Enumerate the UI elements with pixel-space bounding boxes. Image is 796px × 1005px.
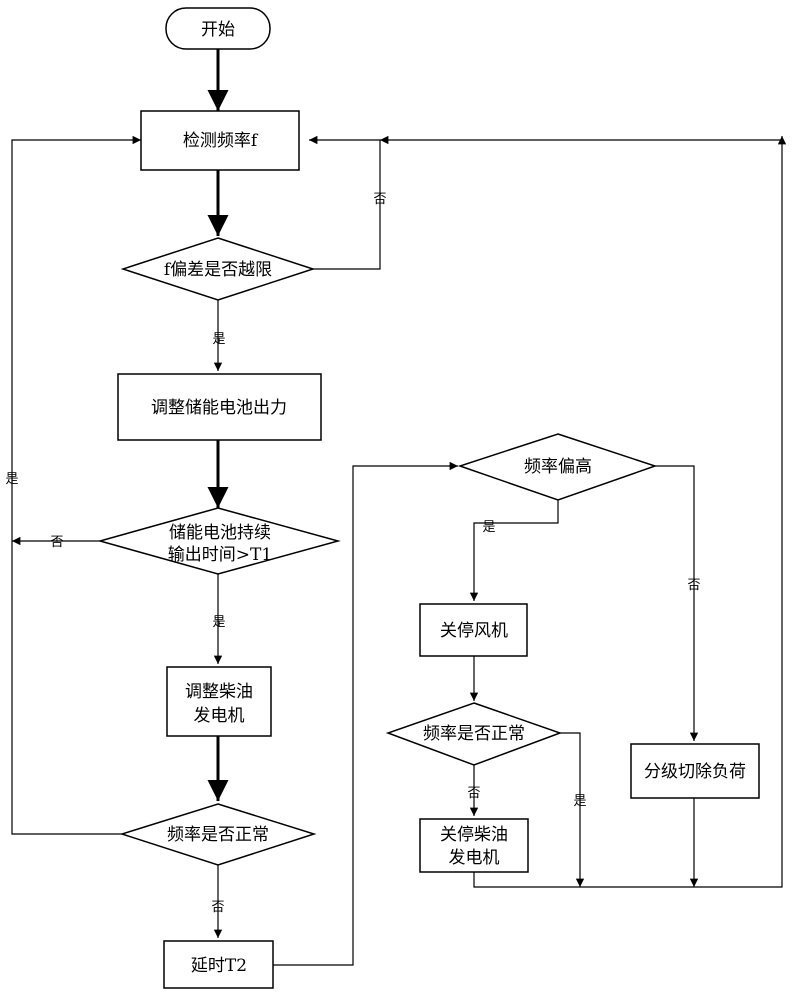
node-freq-high <box>457 433 658 501</box>
node-labels: 开始 检测频率f f偏差是否越限 调整储能电池出力 储能电池持续 输出时间>T1… <box>151 20 746 976</box>
edge-label-right-normal-no: 否 <box>467 786 480 801</box>
node-adjust-diesel <box>166 666 272 737</box>
edge-label-battery-yes: 是 <box>212 615 225 630</box>
label-battery-duration-1: 储能电池持续 <box>169 523 271 543</box>
label-stop-wind: 关停风机 <box>440 621 508 641</box>
edge-label-high-no: 否 <box>687 578 700 593</box>
label-battery-duration-2: 输出时间>T1 <box>168 545 272 565</box>
label-freq-high: 频率偏高 <box>524 457 592 477</box>
label-freq-normal-right: 频率是否正常 <box>423 724 525 744</box>
edge-high-no <box>655 465 699 741</box>
edge-delay-high <box>273 461 458 966</box>
node-stop-wind <box>419 603 528 657</box>
edge-labels: 否 是 否 是 是 否 是 否 否 是 <box>5 192 700 915</box>
edge-high-yes <box>469 500 559 601</box>
label-adjust-battery: 调整储能电池出力 <box>151 398 287 418</box>
edge-label-high-yes: 是 <box>482 520 495 535</box>
edge-right-yes <box>560 732 585 887</box>
node-delay <box>163 940 274 989</box>
node-shed-load <box>630 743 760 799</box>
edge-label-left-loop-yes: 是 <box>5 472 18 487</box>
label-stop-diesel-2: 发电机 <box>449 848 500 868</box>
node-battery-duration <box>97 507 341 575</box>
node-freq-normal-left <box>119 803 317 866</box>
edge-left-yes-loop <box>11 135 141 835</box>
label-adjust-diesel-2: 发电机 <box>194 706 245 726</box>
node-detect <box>140 110 300 171</box>
label-delay: 延时T2 <box>191 956 247 976</box>
edge-label-left-normal-no: 否 <box>211 900 224 915</box>
label-freq-normal-left: 频率是否正常 <box>167 825 269 845</box>
edge-label-deviation-no: 否 <box>373 192 386 207</box>
edge-deviation-no-loop <box>309 135 381 270</box>
label-shed-load: 分级切除负荷 <box>644 762 746 782</box>
node-start <box>165 7 271 50</box>
label-stop-diesel-1: 关停柴油 <box>440 825 508 845</box>
node-freq-normal-right <box>385 702 563 766</box>
label-detect: 检测频率f <box>183 131 259 151</box>
node-deviation <box>120 237 316 301</box>
edge-label-battery-no: 否 <box>50 535 63 550</box>
label-start: 开始 <box>201 20 235 40</box>
edge-label-deviation-yes: 是 <box>212 332 225 347</box>
shapes <box>97 7 760 989</box>
label-deviation: f偏差是否越限 <box>164 260 272 280</box>
node-stop-diesel <box>419 818 529 873</box>
node-adjust-battery <box>117 373 322 441</box>
label-adjust-diesel-1: 调整柴油 <box>185 682 253 702</box>
edge-return-loop <box>473 140 783 888</box>
connectors <box>11 49 787 966</box>
edge-label-right-normal-yes: 是 <box>573 794 586 809</box>
